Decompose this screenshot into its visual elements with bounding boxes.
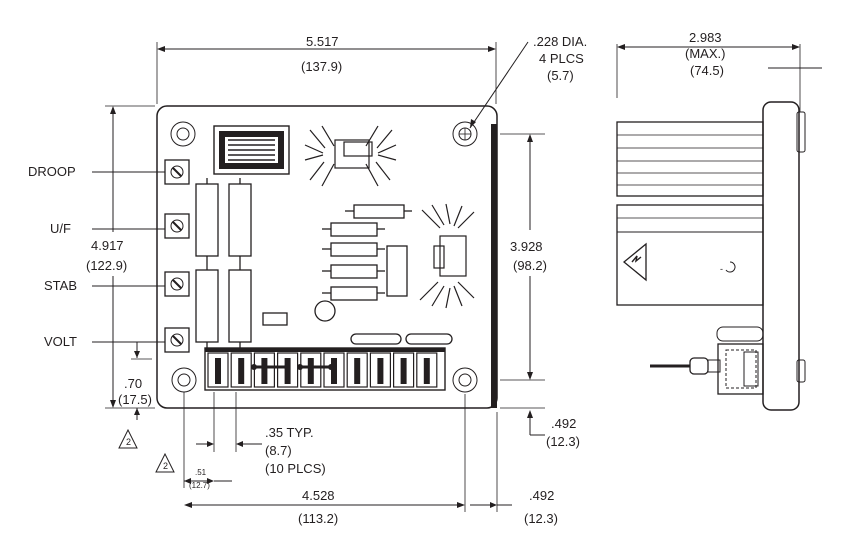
dim-bottom-offset: .70 (17.5): [118, 342, 152, 420]
transformer: [213, 125, 290, 175]
terminal-block[interactable]: [369, 352, 391, 388]
dim-terminal-pitch: .35 TYP. (8.7) (10 PLCS): [196, 392, 326, 476]
dim-height: 4.917 (122.9): [86, 105, 155, 409]
label-droop: DROOP: [28, 164, 76, 179]
terminal-block[interactable]: [207, 352, 229, 388]
resistors: [262, 204, 412, 326]
terminal-block[interactable]: [230, 352, 252, 388]
pot-stab[interactable]: [164, 271, 190, 297]
terminal-block[interactable]: [346, 352, 368, 388]
svg-text:4.917: 4.917: [91, 238, 124, 253]
heatsink-right: [419, 203, 475, 309]
note-marker-1: 2: [118, 428, 138, 449]
dim-hole-callout: .228 DIA. 4 PLCS (5.7): [469, 34, 587, 129]
terminal-block[interactable]: [253, 352, 275, 388]
terminal-blocks: [207, 352, 438, 388]
dim-edge-offset-h: .492 (12.3): [470, 412, 558, 526]
pot-volt[interactable]: [164, 327, 190, 353]
svg-text:2: 2: [163, 461, 168, 471]
svg-text:2: 2: [126, 437, 131, 447]
terminal-jumpers: [251, 364, 334, 370]
svg-text:(MAX.): (MAX.): [685, 46, 725, 61]
svg-text:.51: .51: [195, 468, 207, 477]
svg-text:-: -: [720, 264, 723, 274]
svg-text:(10 PLCS): (10 PLCS): [265, 461, 326, 476]
label-uf: U/F: [50, 221, 71, 236]
svg-text:4 PLCS: 4 PLCS: [539, 51, 584, 66]
terminal-strip: [204, 347, 446, 391]
svg-text:4.528: 4.528: [302, 488, 335, 503]
connector-pads: [350, 333, 453, 345]
dim-width: 5.517 (137.9): [156, 34, 497, 104]
svg-text:2.983: 2.983: [689, 30, 722, 45]
terminal-block[interactable]: [393, 352, 415, 388]
dim-first-terminal: .51 (12.7): [183, 392, 232, 490]
svg-text:(113.2): (113.2): [298, 511, 338, 526]
terminal-block[interactable]: [416, 352, 438, 388]
svg-text:.492: .492: [551, 416, 576, 431]
dim-hole-spacing-h: 4.528 (113.2): [184, 394, 466, 526]
svg-text:(98.2): (98.2): [513, 258, 547, 273]
svg-text:5.517: 5.517: [306, 34, 339, 49]
board-edge-strip: [491, 124, 497, 408]
terminal-block[interactable]: [323, 352, 345, 388]
svg-text:.70: .70: [124, 376, 142, 391]
svg-text:(12.7): (12.7): [189, 481, 210, 490]
svg-text:(12.3): (12.3): [524, 511, 558, 526]
mounting-hole-tl: [170, 121, 196, 147]
svg-text:(137.9): (137.9): [301, 59, 342, 74]
svg-text:.492: .492: [529, 488, 554, 503]
svg-text:(12.3): (12.3): [546, 434, 580, 449]
label-volt: VOLT: [44, 334, 77, 349]
mounting-hole-tr: [452, 121, 478, 147]
capacitor-bank: [195, 178, 252, 350]
mounting-hole-br: [452, 367, 478, 393]
label-stab: STAB: [44, 278, 77, 293]
pot-uf[interactable]: [164, 213, 190, 239]
svg-text:(74.5): (74.5): [690, 63, 724, 78]
dim-edge-offset-v: .492 (12.3): [500, 407, 580, 449]
svg-text:.35 TYP.: .35 TYP.: [265, 425, 314, 440]
dim-hole-spacing-v: 3.928 (98.2): [500, 133, 547, 381]
svg-text:(8.7): (8.7): [265, 443, 292, 458]
svg-text:(17.5): (17.5): [118, 392, 152, 407]
side-view: 2.983 (MAX.) (74.5) -: [616, 30, 822, 411]
svg-text:3.928: 3.928: [510, 239, 543, 254]
terminal-block[interactable]: [300, 352, 322, 388]
note-marker-2: 2: [155, 452, 175, 473]
svg-text:(122.9): (122.9): [86, 258, 127, 273]
svg-text:(5.7): (5.7): [547, 68, 574, 83]
heatsink-top: [304, 125, 397, 187]
svg-text:.228 DIA.: .228 DIA.: [533, 34, 587, 49]
terminal-block[interactable]: [277, 352, 299, 388]
